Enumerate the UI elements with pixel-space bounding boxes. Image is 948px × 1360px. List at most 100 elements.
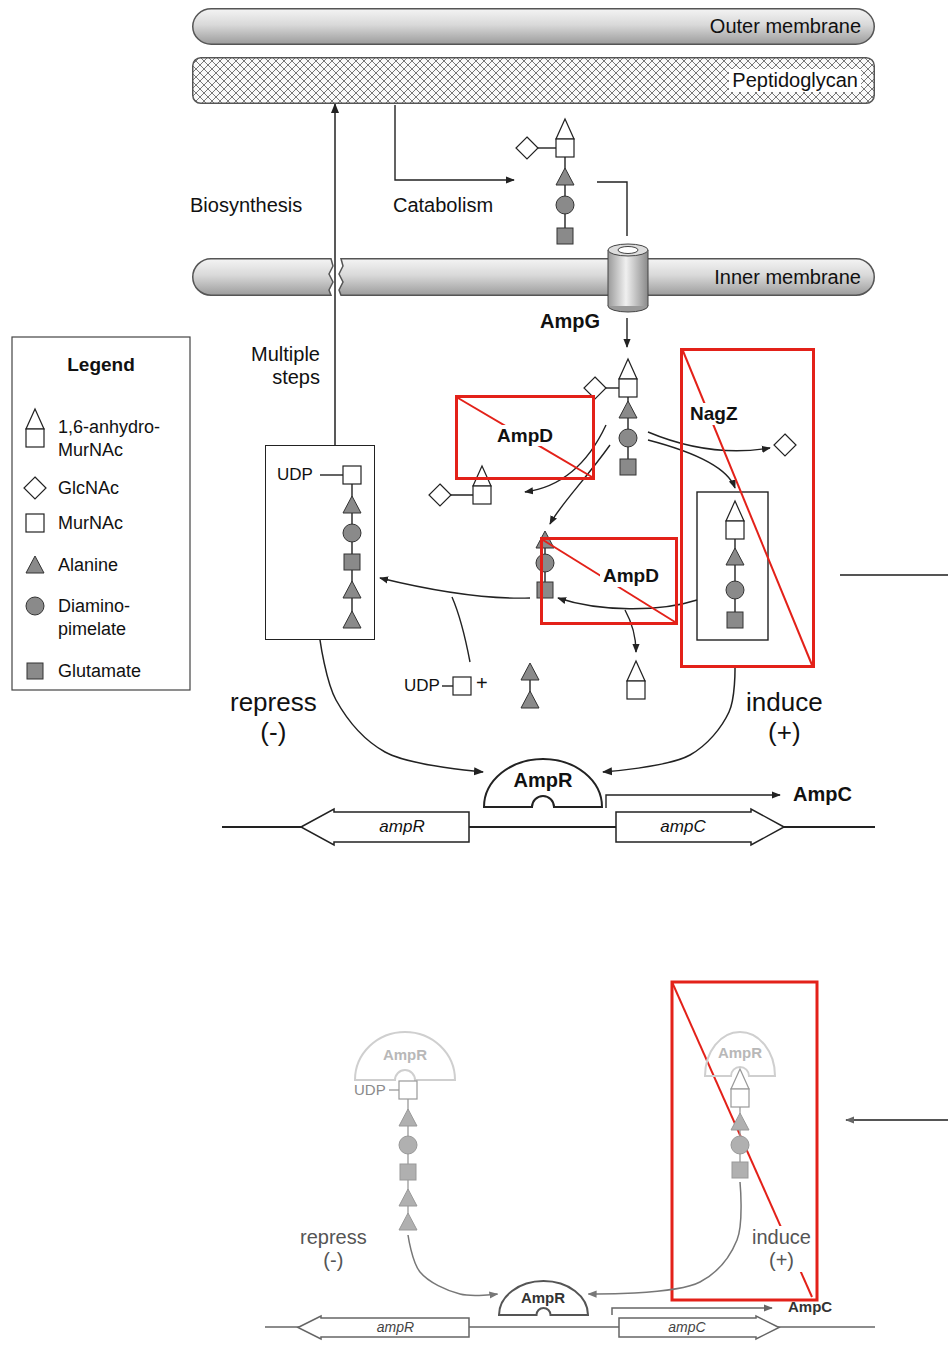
muropeptide [344, 554, 360, 570]
muropeptide [619, 429, 637, 447]
gene-arrow-outline [298, 1316, 469, 1339]
connector-arrow [589, 1182, 742, 1294]
regulation-label: repress (-) [230, 688, 317, 748]
legend-symbol [26, 597, 44, 615]
pointer-line [840, 574, 948, 576]
crossed-out-enzyme-box-outline [543, 540, 675, 622]
residue-symbol [399, 1189, 417, 1206]
muropeptide [343, 496, 361, 513]
plus-sign: + [476, 672, 488, 695]
pathway-line [597, 182, 627, 236]
membrane-band: Inner membrane [192, 258, 875, 296]
reaction-arrow [606, 795, 780, 808]
legend-entry: 1,6-anhydro-MurNAc [58, 416, 176, 463]
node-text: Inner membrane [714, 266, 861, 289]
transporter-channel [608, 244, 648, 256]
transporter-label: AmpG [540, 310, 600, 333]
bond-line [389, 1089, 399, 1090]
connector-arrow [334, 104, 336, 445]
regulator-dome: AmpR [483, 758, 603, 808]
crossed-out-enzyme-box: AmpD [455, 395, 595, 480]
peptidoglycan-band-outline [193, 58, 875, 104]
faded-muropeptide [731, 1069, 749, 1178]
muropeptide [453, 677, 471, 695]
crossed-out-enzyme-box-outline [683, 351, 812, 665]
regulator-dome-outline [484, 759, 602, 807]
crossed-out-frame [672, 982, 817, 1300]
gene-arrow: ampC [618, 1315, 780, 1340]
muropeptide [619, 359, 637, 397]
connector-arrow [603, 668, 735, 772]
muropeptide [473, 466, 491, 504]
regulation-label: induce (+) [752, 1226, 811, 1272]
legend-symbol [26, 514, 44, 532]
crossed-out-enzyme-box-outline [683, 351, 812, 665]
regulator-dome-outline [499, 1281, 588, 1315]
residue-symbol [399, 1081, 417, 1099]
transporter-channel [608, 244, 648, 312]
regulation-label: induce (+) [746, 688, 823, 748]
muropeptide [726, 548, 744, 565]
reaction-arrow [380, 578, 530, 598]
membrane-band-outline [193, 9, 875, 45]
legend-entry: MurNAc [58, 512, 176, 535]
faded-regulator-complex: AmpR [700, 1030, 780, 1182]
legend-title: Legend [12, 354, 190, 376]
transporter-channel [608, 250, 648, 306]
process-label: Catabolism [393, 194, 493, 217]
residue-symbol [731, 1113, 749, 1130]
gene-line [612, 1308, 772, 1315]
protein-label: AmpC [788, 1298, 832, 1315]
legend-entry: Glutamate [58, 660, 176, 683]
node-text: AmpR [514, 769, 573, 792]
node-text: NagZ [687, 403, 741, 425]
legend-symbol [26, 556, 44, 573]
residue-symbol [732, 1162, 748, 1178]
transporter-channel [618, 247, 638, 254]
membrane-band-outline [339, 259, 874, 296]
reaction-arrow [625, 610, 636, 652]
pointer-line [840, 575, 948, 1120]
node-text: AmpD [494, 425, 556, 447]
node-text: ampR [377, 1319, 414, 1335]
legend-symbol [24, 477, 46, 499]
muropeptide [516, 137, 538, 159]
pathway-line [320, 474, 343, 475]
crossed-out-enzyme-box-outline [458, 398, 592, 477]
node-text: ampC [660, 817, 705, 837]
muropeptide [620, 459, 636, 475]
muropeptide [343, 581, 361, 598]
muropeptide [774, 434, 796, 456]
faded-regulator-complex-outline [355, 1032, 455, 1080]
pathway-line [452, 597, 470, 662]
bond-line [739, 1098, 740, 1170]
node-text: ampR [379, 817, 424, 837]
muropeptide [343, 119, 796, 708]
crossed-out-enzyme-box: NagZ [680, 348, 815, 668]
legend-entry: Diamino-pimelate [58, 595, 176, 642]
crossed-out-enzyme-box: AmpD [540, 537, 678, 625]
node-text: Peptidoglycan [729, 69, 861, 92]
gene-arrow-outline [616, 809, 784, 845]
muropeptide [627, 661, 645, 699]
node-text: AmpD [600, 565, 662, 587]
muropeptide [556, 119, 574, 157]
muropeptide [727, 612, 743, 628]
pathway-line [442, 685, 453, 686]
legend-symbol [27, 663, 43, 679]
connector-arrow [408, 1235, 498, 1295]
legend-entry: Alanine [58, 554, 176, 577]
crossed-out-frame [672, 982, 817, 1300]
membrane-band: Outer membrane [192, 8, 875, 45]
muropeptide [521, 691, 539, 708]
molecule-label: UDP [404, 676, 440, 696]
membrane-band-outline [193, 259, 333, 296]
reaction-arrow [648, 432, 770, 451]
muropeptide [343, 524, 361, 542]
node-text: AmpR [718, 1044, 762, 1061]
crossed-out-frame [672, 982, 812, 1297]
faded-muropeptide [389, 1081, 417, 1230]
node-text: ampC [668, 1319, 705, 1335]
muropeptide [343, 611, 361, 628]
